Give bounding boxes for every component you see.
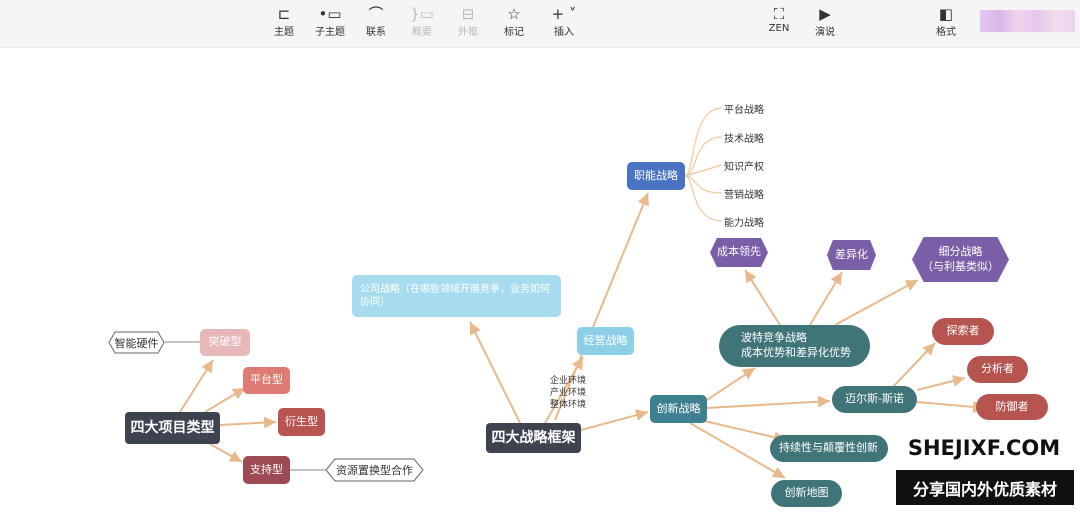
present-button[interactable]: ▶演说 [800, 5, 850, 38]
node-platform[interactable]: 平台型 [243, 367, 290, 394]
node-sustain-disrupt[interactable]: 持续性与颠覆性创新 [770, 435, 888, 462]
leaf-platform-strategy[interactable]: 平台战略 [724, 105, 764, 116]
toolbar: ⊏主题 •▭子主题 ⌒联系 }▭概要 ⊟外框 ☆标记 + ˅插入 ⛶ZEN ▶演… [0, 0, 1080, 48]
plus-icon: + ˅ [551, 5, 577, 23]
format-button[interactable]: ◧格式 [921, 5, 971, 38]
node-breakthrough[interactable]: 突破型 [200, 329, 250, 356]
leaf-marketing-strategy[interactable]: 营销战略 [724, 190, 764, 201]
relation-icon: ⌒ [368, 5, 384, 23]
node-functional-strategy[interactable]: 职能战略 [627, 162, 685, 190]
marker-button[interactable]: ☆标记 [489, 5, 539, 38]
avatar[interactable] [980, 10, 1075, 32]
environment-labels: 企业环境产业环境整体环境 [550, 376, 587, 410]
panel-icon: ◧ [938, 5, 954, 23]
node-corporate-strategy[interactable]: 公司战略（在哪些领域开展竞争，业务如何协同） [352, 275, 561, 317]
subtopic-button[interactable]: •▭子主题 [305, 5, 355, 38]
relation-button[interactable]: ⌒联系 [351, 5, 401, 38]
node-resource-exchange[interactable]: 资源置换型合作 [325, 458, 424, 482]
play-icon: ▶ [819, 5, 831, 23]
node-business-strategy[interactable]: 经营战略 [577, 327, 634, 355]
boundary-button[interactable]: ⊟外框 [443, 5, 493, 38]
star-icon: ☆ [507, 5, 521, 23]
topic-button[interactable]: ⊏主题 [259, 5, 309, 38]
node-support[interactable]: 支持型 [243, 456, 290, 484]
node-smart-hardware[interactable]: 智能硬件 [108, 331, 165, 354]
node-porter[interactable]: 波特竞争战略成本优势和差异化优势 [719, 325, 870, 367]
insert-button[interactable]: + ˅插入 [539, 5, 589, 38]
node-miles-snow[interactable]: 迈尔斯-斯诺 [832, 386, 917, 413]
node-defender[interactable]: 防御者 [976, 394, 1048, 420]
leaf-ip[interactable]: 知识产权 [724, 162, 764, 173]
subtopic-icon: •▭ [318, 5, 342, 23]
watermark-slogan: 分享国内外优质素材 [896, 470, 1074, 505]
node-cost-leadership[interactable]: 成本领先 [710, 238, 768, 267]
node-differentiation[interactable]: 差异化 [827, 240, 876, 270]
fullscreen-icon: ⛶ [773, 5, 785, 23]
node-explorer[interactable]: 探索者 [932, 318, 994, 345]
watermark-site: SHEJIXF.COM [893, 430, 1075, 466]
node-analyzer[interactable]: 分析者 [967, 356, 1028, 383]
leaf-capability-strategy[interactable]: 能力战略 [724, 218, 764, 229]
root-project-types[interactable]: 四大项目类型 [125, 412, 220, 444]
summary-icon: }▭ [410, 5, 434, 23]
topic-icon: ⊏ [277, 5, 291, 23]
root-strategy-framework[interactable]: 四大战略框架 [486, 423, 581, 453]
summary-button[interactable]: }▭概要 [397, 5, 447, 38]
leaf-tech-strategy[interactable]: 技术战略 [724, 134, 764, 145]
zen-button[interactable]: ⛶ZEN [754, 5, 804, 34]
node-derivative[interactable]: 衍生型 [278, 408, 325, 436]
node-segment-strategy[interactable]: 细分战略（与利基类似） [912, 237, 1009, 282]
node-innovation-strategy[interactable]: 创新战略 [650, 395, 707, 423]
boundary-icon: ⊟ [461, 5, 475, 23]
node-innovation-map[interactable]: 创新地图 [771, 480, 842, 507]
